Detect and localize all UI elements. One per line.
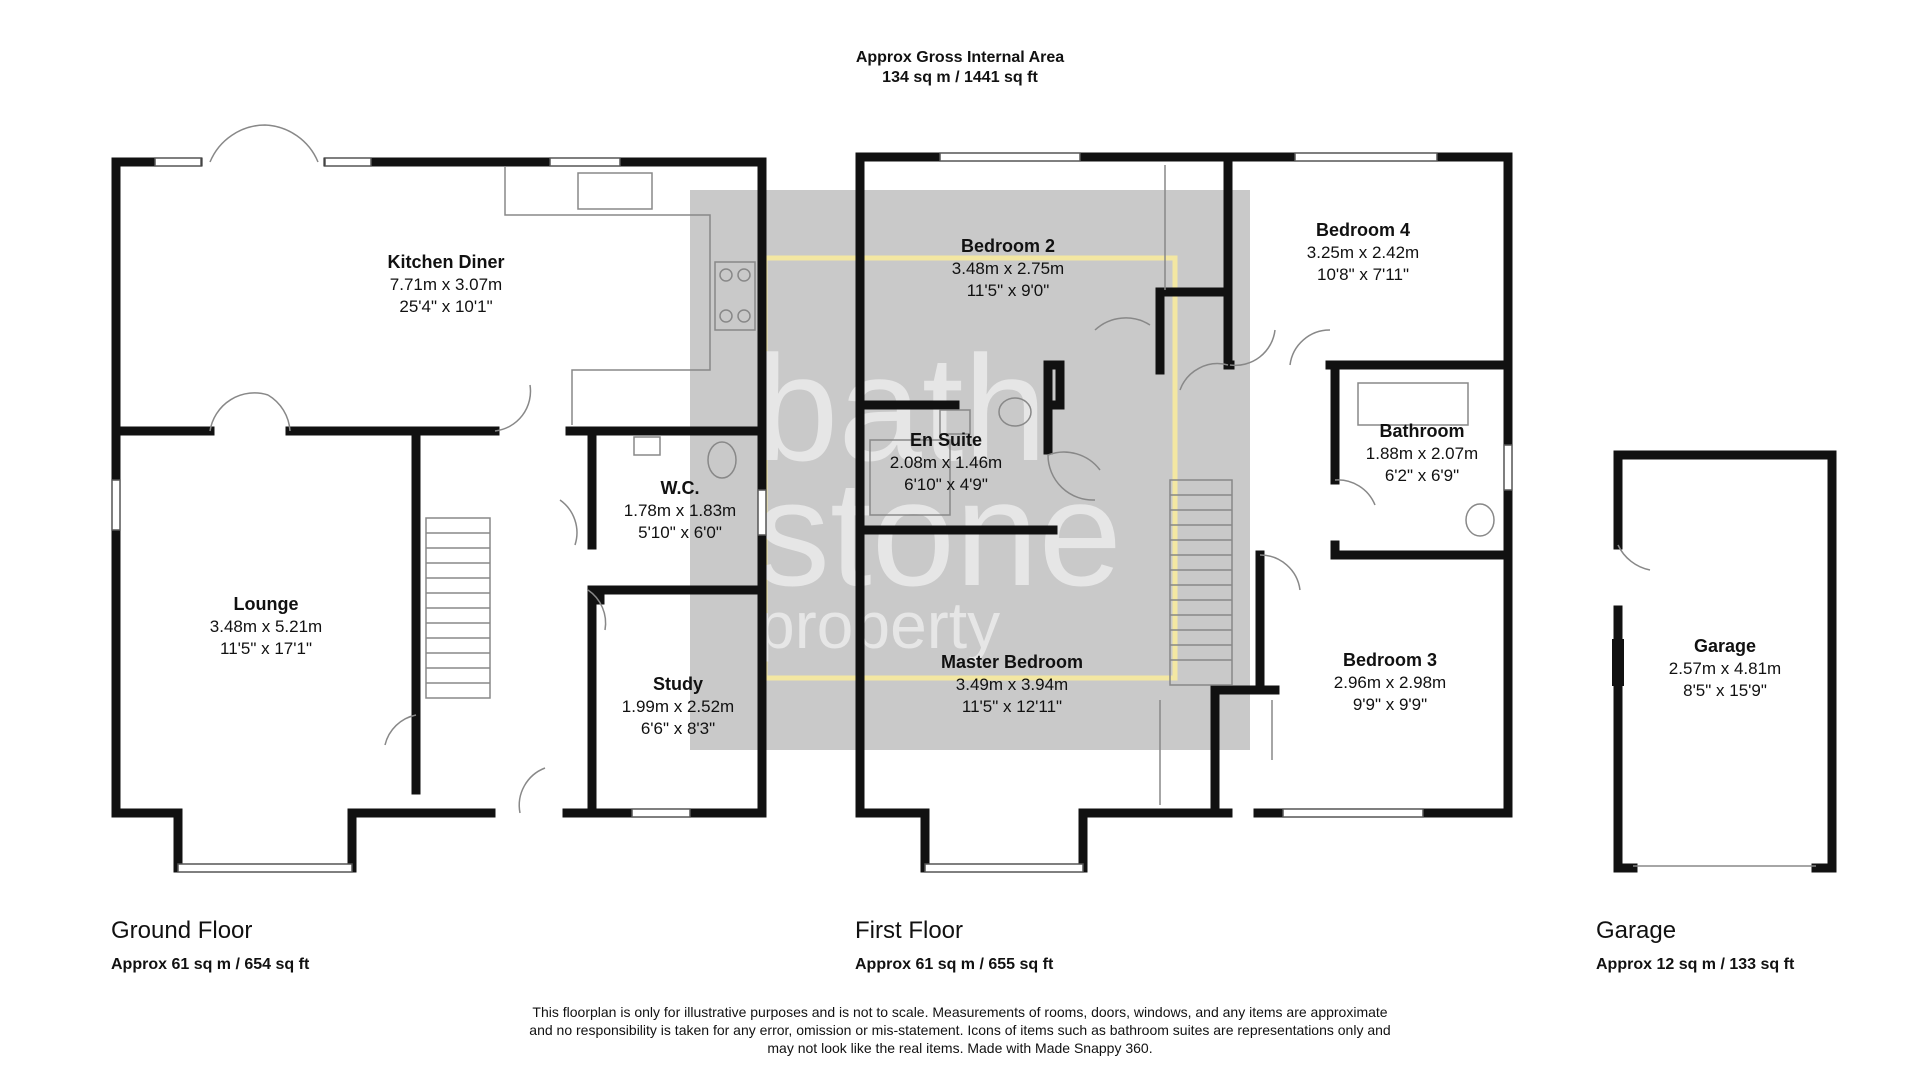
room-metric: 3.25m x 2.42m	[1307, 243, 1419, 262]
room-imperial: 6'2" x 6'9"	[1385, 466, 1459, 485]
floor-name: First Floor	[855, 917, 963, 944]
room-metric: 3.49m x 3.94m	[956, 675, 1068, 694]
room-name: Garage	[1694, 636, 1756, 656]
room-imperial: 6'10" x 4'9"	[904, 475, 988, 494]
room-imperial: 11'5" x 9'0"	[967, 281, 1050, 300]
room-name: Bedroom 4	[1316, 220, 1410, 240]
room-name: Bedroom 3	[1343, 650, 1437, 670]
disclaimer-line-3: may not look like the real items. Made w…	[767, 1040, 1153, 1056]
room-imperial: 11'5" x 12'11"	[962, 697, 1062, 716]
first-floor-windows	[924, 152, 1513, 873]
room-imperial: 9'9" x 9'9"	[1353, 695, 1427, 714]
room-kitchen-diner: Kitchen Diner 7.71m x 3.07m 25'4" x 10'1…	[387, 252, 504, 316]
room-name: Master Bedroom	[941, 652, 1083, 672]
first-floor-label: First Floor Approx 61 sq m / 655 sq ft	[855, 917, 1053, 975]
garage-fixtures	[1617, 544, 1816, 867]
room-imperial: 11'5" x 17'1"	[220, 639, 312, 658]
disclaimer-line-1: This floorplan is only for illustrative …	[532, 1004, 1388, 1020]
room-name: W.C.	[661, 478, 700, 498]
room-garage: Garage 2.57m x 4.81m 8'5" x 15'9"	[1669, 636, 1781, 700]
room-master-bedroom: Master Bedroom 3.49m x 3.94m 11'5" x 12'…	[941, 652, 1083, 716]
room-name: Bathroom	[1380, 421, 1465, 441]
room-imperial: 5'10" x 6'0"	[638, 523, 722, 542]
room-en-suite: En Suite 2.08m x 1.46m 6'10" x 4'9"	[890, 430, 1002, 494]
room-imperial: 6'6" x 8'3"	[641, 719, 715, 738]
watermark: bath stone property	[690, 190, 1250, 750]
gross-area-header: Approx Gross Internal Area 134 sq m / 14…	[0, 48, 1920, 88]
disclaimer: This floorplan is only for illustrative …	[460, 1003, 1460, 1057]
room-bedroom-2: Bedroom 2 3.48m x 2.75m 11'5" x 9'0"	[952, 236, 1064, 300]
room-metric: 2.96m x 2.98m	[1334, 673, 1446, 692]
room-metric: 2.08m x 1.46m	[890, 453, 1002, 472]
room-metric: 3.48m x 5.21m	[210, 617, 322, 636]
room-metric: 1.99m x 2.52m	[622, 697, 734, 716]
ground-floor-windows	[111, 157, 767, 873]
room-bathroom: Bathroom 1.88m x 2.07m 6'2" x 6'9"	[1366, 421, 1478, 485]
garage-floor-label: Garage Approx 12 sq m / 133 sq ft	[1596, 917, 1794, 975]
floor-name: Ground Floor	[111, 917, 253, 944]
first-floor-walls	[855, 152, 1513, 873]
room-metric: 1.78m x 1.83m	[624, 501, 736, 520]
ground-floor-label: Ground Floor Approx 61 sq m / 654 sq ft	[111, 917, 309, 975]
room-metric: 3.48m x 2.75m	[952, 259, 1064, 278]
watermark-background	[690, 190, 1250, 750]
room-name: Lounge	[234, 594, 299, 614]
room-name: Study	[653, 674, 703, 694]
room-name: En Suite	[910, 430, 982, 450]
floor-area: Approx 61 sq m / 654 sq ft	[111, 956, 310, 973]
first-floor-fixtures	[869, 165, 1495, 805]
room-lounge: Lounge 3.48m x 5.21m 11'5" x 17'1"	[210, 594, 322, 658]
room-wc: W.C. 1.78m x 1.83m 5'10" x 6'0"	[624, 478, 736, 542]
room-study: Study 1.99m x 2.52m 6'6" x 8'3"	[622, 674, 734, 738]
garage-walls	[1612, 450, 1837, 873]
floor-area: Approx 61 sq m / 655 sq ft	[855, 956, 1054, 973]
room-metric: 2.57m x 4.81m	[1669, 659, 1781, 678]
room-imperial: 8'5" x 15'9"	[1683, 681, 1767, 700]
gross-area-title: Approx Gross Internal Area	[855, 49, 1065, 66]
floor-area: Approx 12 sq m / 133 sq ft	[1596, 956, 1795, 973]
room-name: Kitchen Diner	[387, 252, 504, 272]
room-name: Bedroom 2	[961, 236, 1055, 256]
watermark-line3: property	[758, 588, 1000, 662]
room-imperial: 10'8" x 7'11"	[1317, 265, 1409, 284]
room-bedroom-4: Bedroom 4 3.25m x 2.42m 10'8" x 7'11"	[1307, 220, 1419, 284]
floor-name: Garage	[1596, 917, 1677, 944]
room-imperial: 25'4" x 10'1"	[399, 297, 492, 316]
room-metric: 1.88m x 2.07m	[1366, 444, 1478, 463]
room-bedroom-3: Bedroom 3 2.96m x 2.98m 9'9" x 9'9"	[1334, 650, 1446, 714]
gross-area-value: 134 sq m / 1441 sq ft	[882, 69, 1038, 86]
ground-floor-fixtures	[209, 124, 756, 814]
disclaimer-line-2: and no responsibility is taken for any e…	[529, 1022, 1391, 1038]
room-metric: 7.71m x 3.07m	[390, 275, 502, 294]
